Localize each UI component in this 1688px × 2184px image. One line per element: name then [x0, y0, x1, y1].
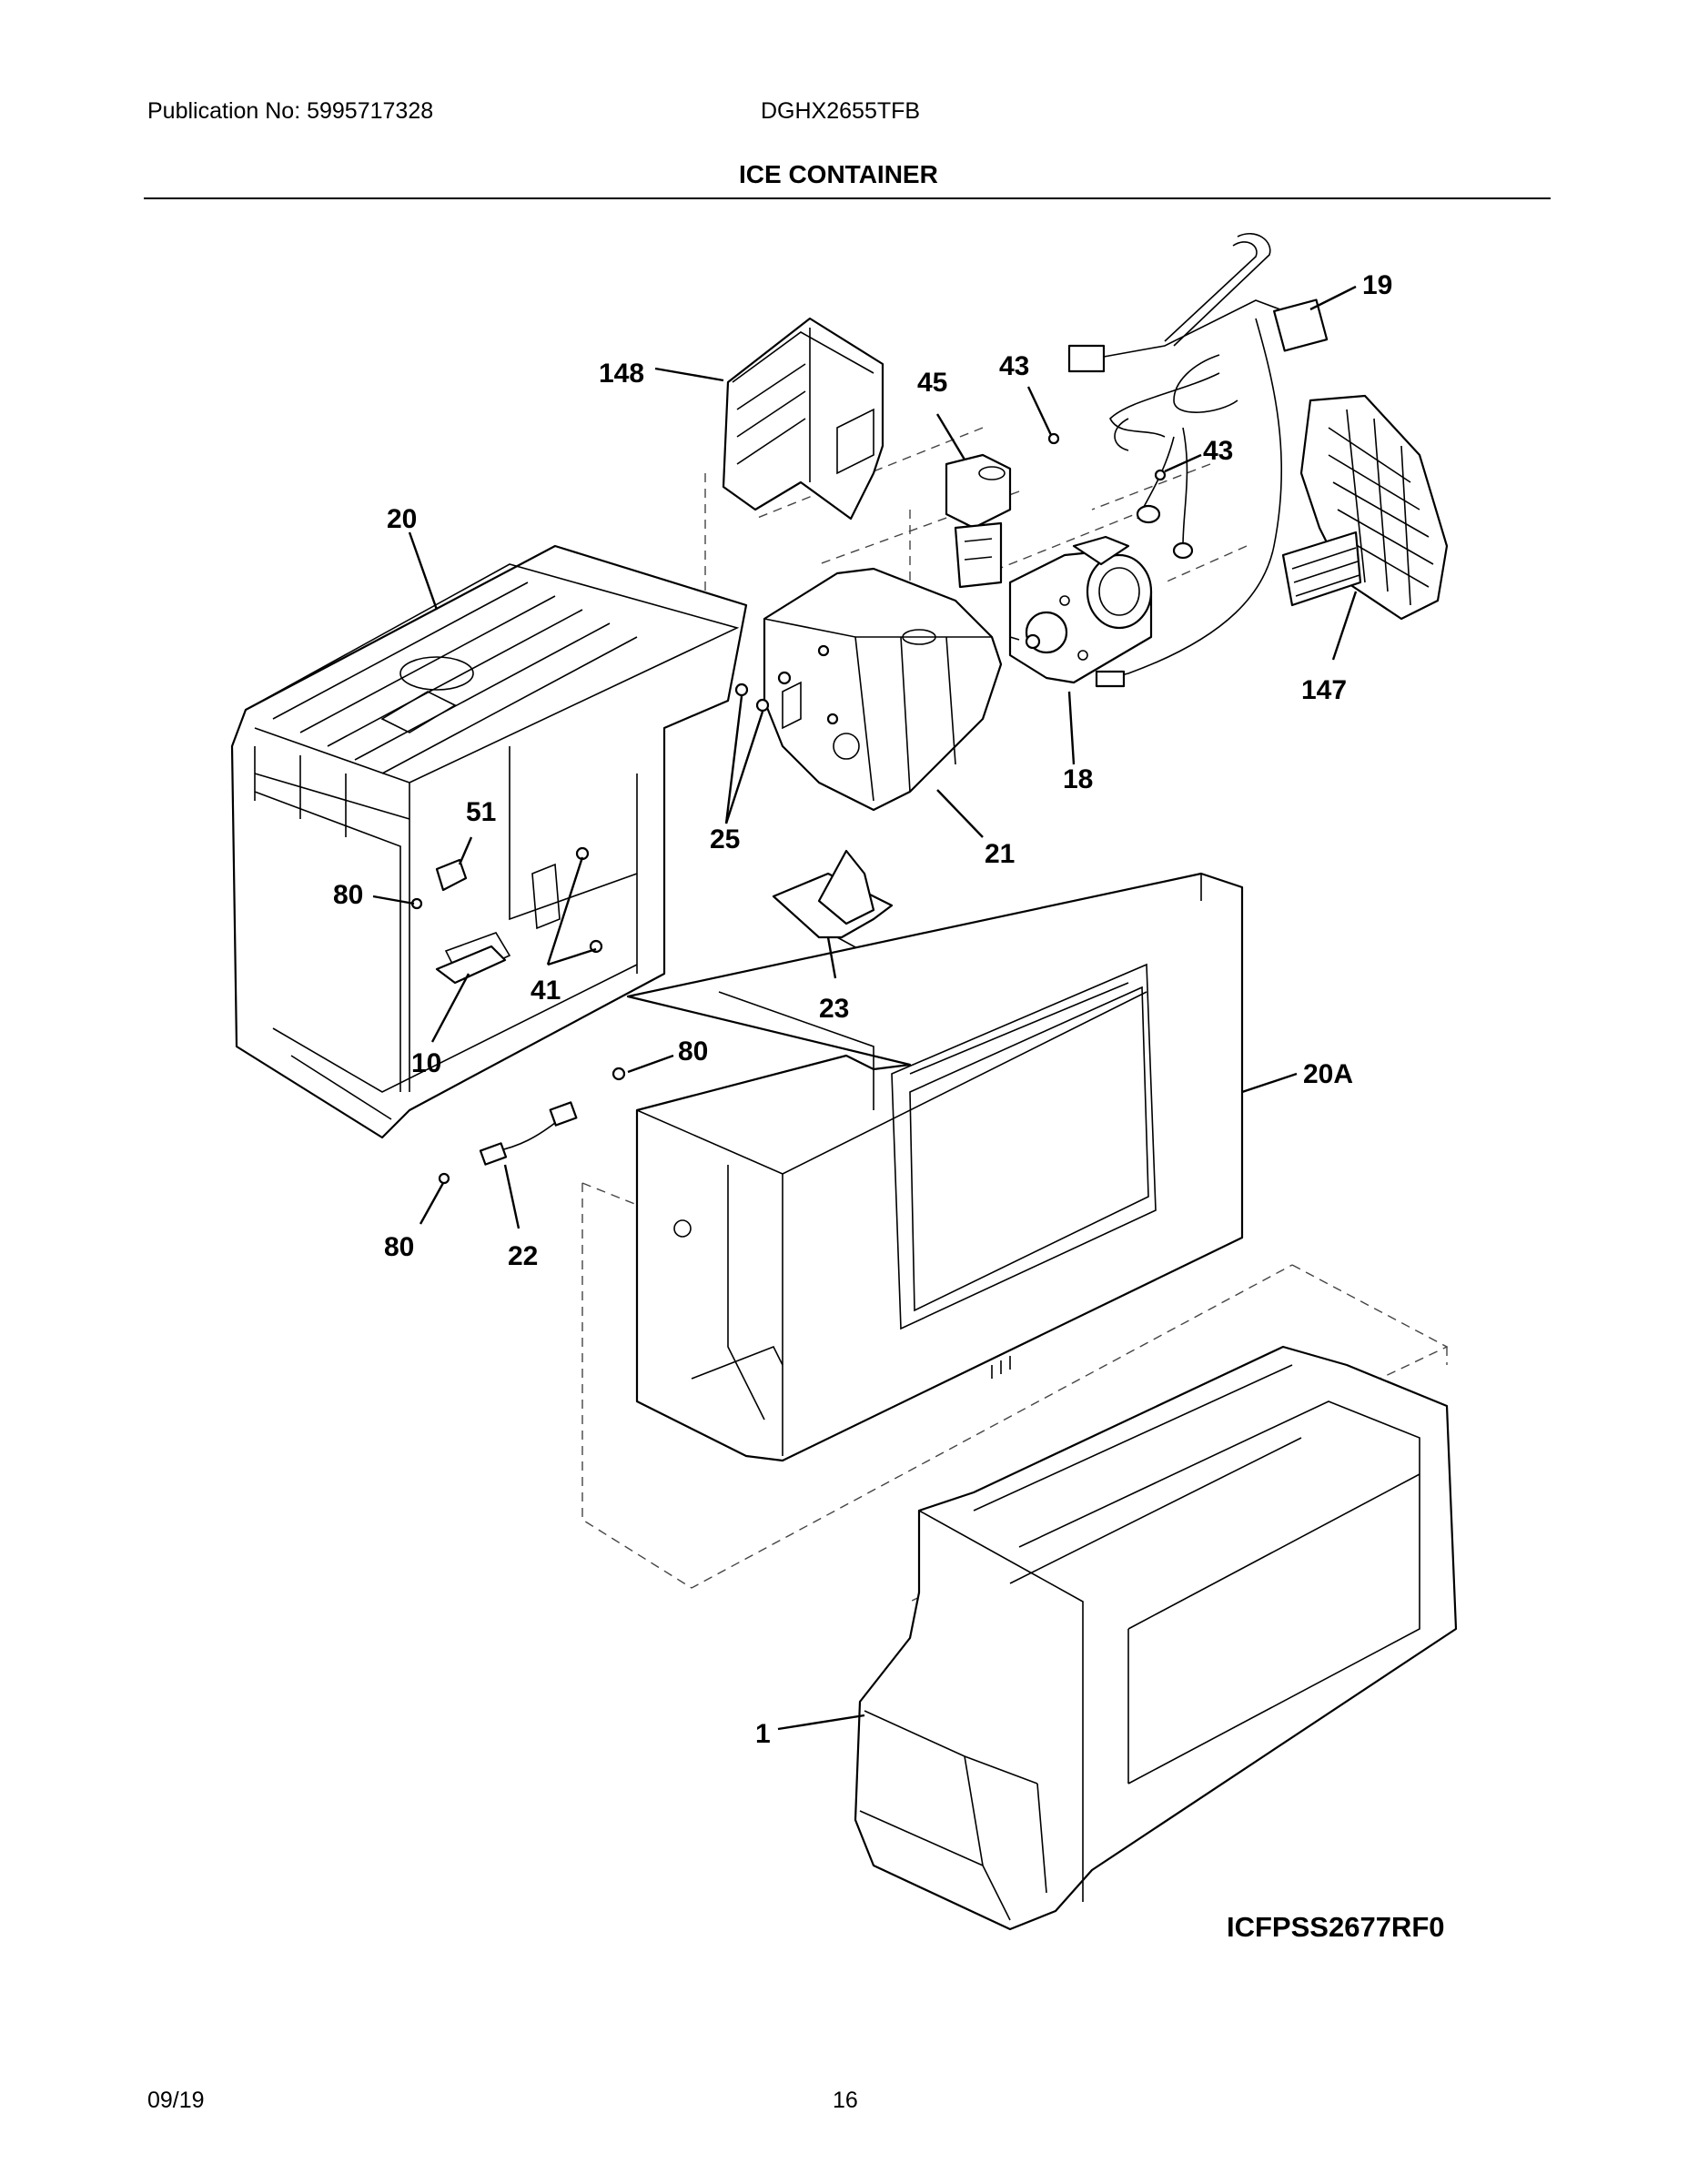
callout-22: 22: [508, 1241, 538, 1271]
part-18-motor: [1008, 535, 1153, 684]
callout-43-top: 43: [999, 351, 1029, 381]
callout-80-bottom: 80: [384, 1232, 414, 1262]
part-43-screw-a: [1047, 432, 1060, 445]
part-1-ice-bucket: [854, 1345, 1458, 1931]
page-title: ICE CONTAINER: [739, 160, 938, 188]
callout-20A: 20A: [1303, 1059, 1353, 1089]
callout-147: 147: [1301, 675, 1347, 705]
callout-80-mid: 80: [678, 1036, 708, 1067]
part-22-thermistor: [479, 1101, 578, 1166]
leader-lines: [372, 285, 1358, 1731]
part-51-bracket: [435, 858, 468, 892]
footer-page-number: 16: [833, 2088, 858, 2113]
header-divider: [144, 197, 1551, 199]
part-25-screws: [734, 682, 770, 713]
part-19-wire-harness: [1067, 232, 1329, 688]
callout-10: 10: [411, 1048, 441, 1078]
callout-21: 21: [985, 839, 1015, 869]
part-147-grid-cover: [1281, 394, 1449, 621]
part-21-auger-housing: [763, 567, 1003, 812]
callout-25: 25: [710, 824, 740, 854]
callout-43-right: 43: [1203, 436, 1233, 466]
part-20-mounting-frame: [230, 544, 748, 1139]
publication-number: Publication No: 5995717328: [147, 98, 434, 124]
footer-date: 09/19: [147, 2088, 205, 2113]
callout-41: 41: [531, 976, 561, 1006]
callout-19: 19: [1362, 270, 1392, 300]
part-10-lens: [435, 945, 507, 985]
part-148-cover: [722, 317, 884, 521]
diagram-code: ICFPSS2677RF0: [1227, 1911, 1445, 1943]
callout-1: 1: [755, 1719, 771, 1749]
callout-20: 20: [387, 504, 417, 534]
part-80-screws: [410, 897, 626, 1185]
callout-80-left: 80: [333, 880, 363, 910]
callout-45: 45: [917, 368, 947, 398]
callout-labels: 148 45 43 19 43 20 147 18 51 25 21 80 41…: [333, 270, 1392, 1749]
part-43-screw-b: [1154, 469, 1167, 481]
callout-51: 51: [466, 797, 496, 827]
part-20A-dispenser-housing: [626, 872, 1244, 1462]
model-number: DGHX2655TFB: [761, 98, 921, 124]
callout-18: 18: [1063, 764, 1093, 794]
part-45-solenoid: [945, 453, 1012, 589]
callout-23: 23: [819, 994, 849, 1024]
callout-148: 148: [599, 359, 644, 389]
